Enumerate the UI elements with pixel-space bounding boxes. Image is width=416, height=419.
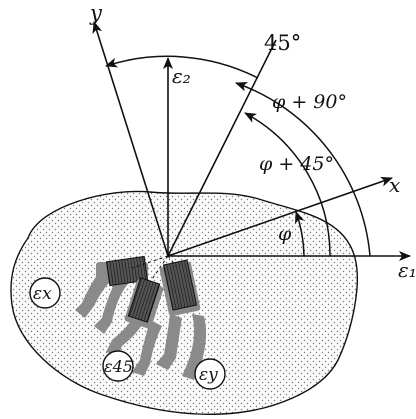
epsilon-1-label: ε₁	[398, 258, 416, 282]
phi-label: φ	[278, 223, 292, 245]
arc-phi	[295, 211, 305, 257]
gauge-x-circle	[29, 277, 61, 309]
arc-phi-plus-45	[244, 112, 331, 257]
gauge-y-circle	[194, 358, 226, 390]
x-axis-label: x	[389, 173, 400, 197]
gauge-y	[156, 259, 207, 380]
x-axis	[167, 176, 393, 257]
arc-phi-plus-90	[235, 81, 371, 257]
gauge-y-label: εy	[199, 365, 218, 385]
phi-plus-45-label: φ + 45°	[259, 153, 334, 175]
gauge-45-circle	[102, 350, 134, 382]
gauge-45-label: ε45	[104, 357, 133, 376]
gauge-x-label: εx	[33, 284, 52, 304]
gauge-guide-lines	[131, 255, 177, 283]
forty-five-line	[167, 39, 277, 257]
top-angle-label: 45°	[264, 31, 301, 55]
y-axis-label: y	[89, 1, 103, 25]
phi-plus-90-label: φ + 90°	[272, 91, 347, 113]
gauge-45	[106, 277, 164, 376]
arc-45	[105, 55, 259, 79]
gauge-x	[75, 255, 149, 334]
epsilon-2-label: ε₂	[172, 64, 191, 88]
